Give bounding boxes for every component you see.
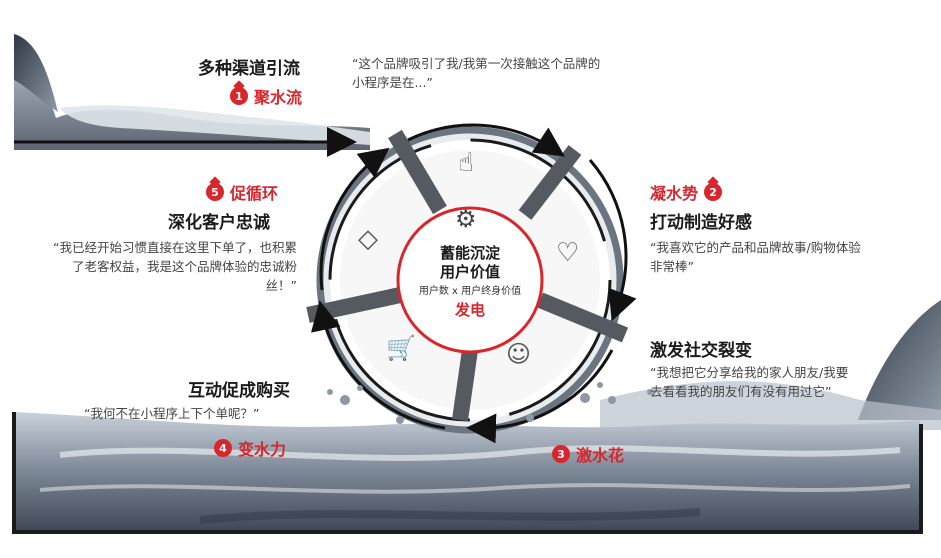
- center-formula: 用户数 x 用户终身价值: [418, 286, 522, 297]
- stage-5-quote: “我已经开始习惯直接在这里下单了，也积累了老客权益，我是这个品牌体验的忠诚粉丝！…: [53, 240, 297, 293]
- stage-2-label-text: 凝水势: [650, 184, 699, 203]
- stage-1-quote: “这个品牌吸引了我/我第一次接触这个品牌的小程序是在...”: [352, 56, 601, 90]
- center-label: 发电: [454, 301, 485, 319]
- diamond-head-icon: ◇: [358, 224, 378, 254]
- flywheel: [306, 123, 637, 444]
- stage-1-drop-icon: 1: [230, 87, 248, 105]
- stage-4-heading: 互动促成购买: [188, 381, 290, 401]
- stage-5-drop-icon: 5: [206, 183, 224, 201]
- touch-icon: ☝: [458, 148, 474, 178]
- water-pool: [14, 412, 920, 530]
- stage-1-label-text: 聚水流: [254, 88, 303, 107]
- stage-3-heading: 激发社交裂变: [650, 341, 752, 361]
- spoke-4: [452, 348, 478, 422]
- stage-1-heading: 多种渠道引流: [198, 59, 300, 79]
- stage-2-heading: 打动制造好感: [650, 213, 752, 233]
- center-hub: 蓄能沉淀 用户价值 用户数 x 用户终身价值 发电: [398, 244, 542, 321]
- heart-chat-icon: ♡: [556, 238, 580, 268]
- stage-3-label-text: 激水花: [576, 446, 625, 465]
- stage-4-label-text: 变水力: [238, 440, 287, 459]
- social-network-icon: ☺: [506, 340, 532, 368]
- stage-2-quote: “我喜欢它的产品和品牌故事/购物体验非常棒”: [650, 240, 861, 274]
- water-splash: [327, 382, 653, 424]
- stage-3-quote: “我想把它分享给我的家人朋友/我要去看看我的朋友们有没有用过它”: [650, 365, 849, 399]
- stage-3-label: 3 激水花: [552, 442, 624, 466]
- stage-4-drop-icon: 4: [214, 439, 232, 457]
- stage-2-label: 凝水势 2: [650, 180, 723, 204]
- stage-5-label-text: 促循环: [230, 184, 279, 203]
- stage-3-drop-icon: 3: [552, 445, 570, 463]
- stage-1-label: 1 聚水流: [230, 84, 302, 108]
- stage-4-label: 4 变水力: [214, 436, 286, 460]
- center-title-line1: 蓄能沉淀: [439, 244, 500, 262]
- stage-4-quote: “我何不在小程序上下个单呢？”: [84, 406, 260, 421]
- stage-2-drop-icon: 2: [704, 183, 723, 201]
- stage-5-heading: 深化客户忠诚: [168, 213, 270, 233]
- spoke-2: [518, 145, 582, 220]
- cart-icon: 🛒: [386, 334, 416, 362]
- top-left-wave: [14, 34, 370, 150]
- tank-outline: [12, 412, 923, 534]
- spoke-1: [388, 129, 447, 215]
- stage-5-label: 5 促循环: [206, 180, 278, 204]
- network-brain-icon: ⚙: [455, 205, 477, 233]
- right-wave: [600, 300, 941, 430]
- center-title-line2: 用户价值: [439, 263, 500, 281]
- spoke-3: [536, 292, 629, 343]
